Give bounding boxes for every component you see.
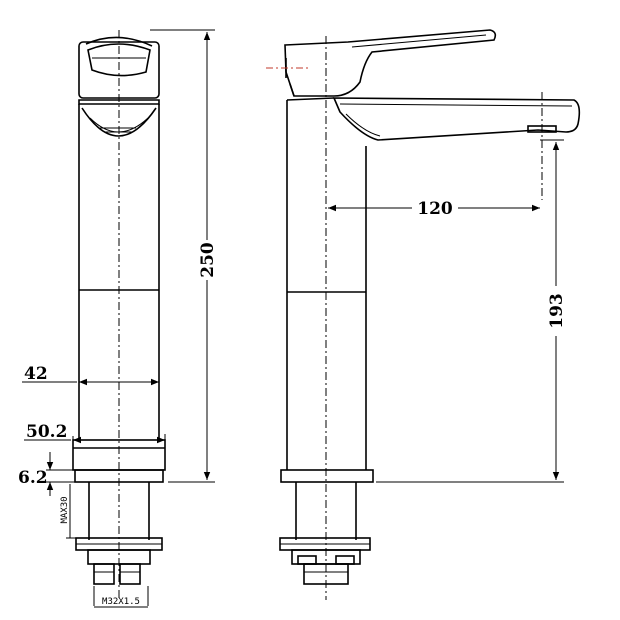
side-base bbox=[280, 469, 374, 483]
label-m32x1-5: M32X1.5 bbox=[102, 597, 140, 607]
side-mounting-shank bbox=[279, 482, 371, 585]
dimension-thread: M32X1.5 bbox=[93, 586, 149, 608]
dimension-base-thickness: 6.2 bbox=[18, 452, 75, 496]
front-view bbox=[72, 30, 166, 600]
label-250: 250 bbox=[198, 242, 218, 278]
label-120: 120 bbox=[417, 199, 453, 219]
dimension-height-total: 250 bbox=[150, 29, 218, 483]
dimension-spout-reach: 120 bbox=[328, 199, 540, 219]
dimension-body-diameter: 42 bbox=[22, 364, 159, 386]
dimension-spout-height: 193 bbox=[376, 139, 567, 483]
side-view bbox=[266, 29, 581, 600]
label-6-2: 6.2 bbox=[18, 468, 48, 488]
dimension-base-diameter: 50.2 bbox=[24, 422, 166, 444]
side-lever-handle bbox=[284, 29, 497, 97]
label-42: 42 bbox=[24, 364, 48, 384]
side-spout bbox=[332, 97, 581, 141]
label-193: 193 bbox=[547, 293, 567, 329]
label-50-2: 50.2 bbox=[26, 422, 67, 442]
label-max30: MAX30 bbox=[60, 496, 70, 523]
dimension-max-thickness: MAX30 bbox=[60, 484, 76, 539]
